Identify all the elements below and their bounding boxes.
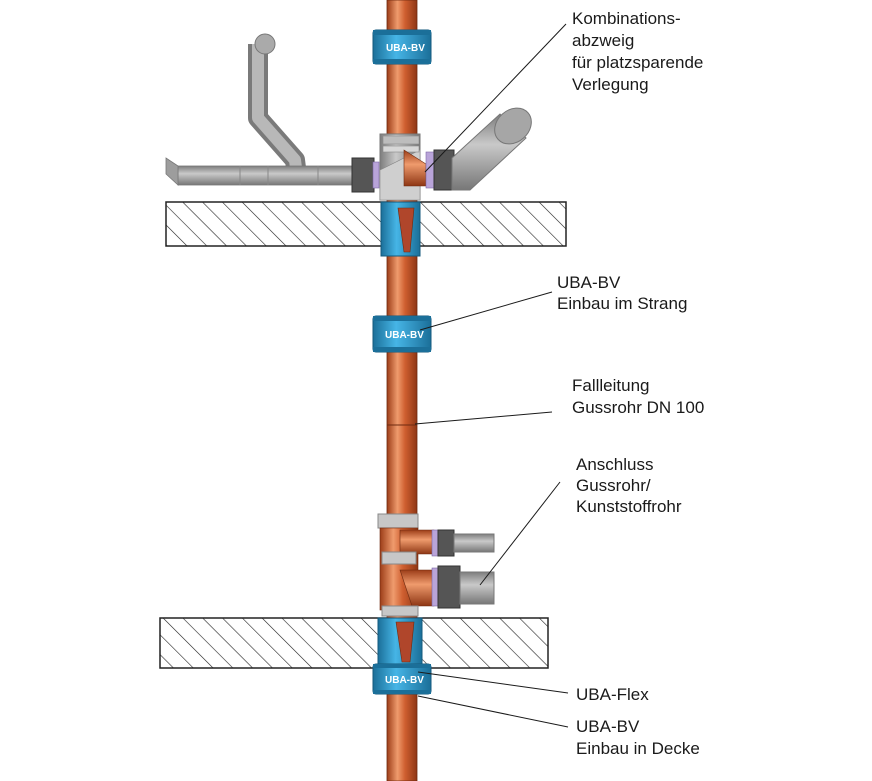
label-kombinationsabzweig: Kombinations- abzweig für platzsparende … (572, 9, 703, 94)
label-kombi-line-1: Kombinations- (572, 9, 681, 28)
collar-upper-slab (380, 201, 421, 257)
label-uba-flex: UBA-Flex (576, 685, 649, 704)
grey-elbow-right (425, 107, 532, 191)
label-fallleitung-line-2: Gussrohr DN 100 (572, 398, 704, 417)
collar-middle: UBA-BV (372, 315, 432, 353)
collar-bottom: UBA-BV (372, 663, 432, 695)
label-anschluss-line-3: Kunststoffrohr (576, 497, 682, 516)
upper-floor-slab (165, 201, 567, 247)
lower-branch-fitting (377, 513, 495, 617)
label-fallleitung: Fallleitung Gussrohr DN 100 (572, 376, 704, 417)
label-anschluss-line-2: Gussrohr/ (576, 476, 651, 495)
leader-uba-decke (417, 695, 569, 728)
label-uba-decke-line-1: UBA-BV (576, 717, 640, 736)
label-uba-flex-line-1: UBA-Flex (576, 685, 649, 704)
label-kombi-line-2: abzweig (572, 31, 634, 50)
collar-bottom-tag: UBA-BV (385, 675, 424, 686)
label-uba-decke-line-2: Einbau in Decke (576, 739, 700, 758)
label-uba-strang-line-1: UBA-BV (557, 273, 621, 292)
combination-branch-fitting (379, 133, 427, 201)
collar-lower-slab (377, 617, 423, 667)
grey-branch-pipes-left (165, 33, 380, 193)
lower-floor-slab (159, 617, 549, 669)
label-uba-strang-line-2: Einbau im Strang (557, 294, 687, 313)
label-anschluss-line-1: Anschluss (576, 455, 653, 474)
label-kombi-line-3: für platzsparende (572, 53, 703, 72)
leader-uba-strang (419, 291, 553, 331)
label-uba-bv-decke: UBA-BV Einbau in Decke (576, 717, 700, 758)
collar-top: UBA-BV (372, 29, 432, 65)
label-kombi-line-4: Verlegung (572, 75, 649, 94)
leader-kombi (424, 23, 567, 173)
leader-anschluss (479, 481, 561, 586)
collar-top-tag: UBA-BV (386, 43, 425, 54)
label-fallleitung-line-1: Fallleitung (572, 376, 650, 395)
label-anschluss: Anschluss Gussrohr/ Kunststoffrohr (576, 455, 682, 516)
collar-middle-tag: UBA-BV (385, 330, 424, 341)
leader-uba-flex (417, 671, 569, 694)
leader-fallleitung (414, 411, 553, 425)
label-uba-bv-strang: UBA-BV Einbau im Strang (557, 273, 687, 313)
leader-lines (414, 23, 569, 728)
